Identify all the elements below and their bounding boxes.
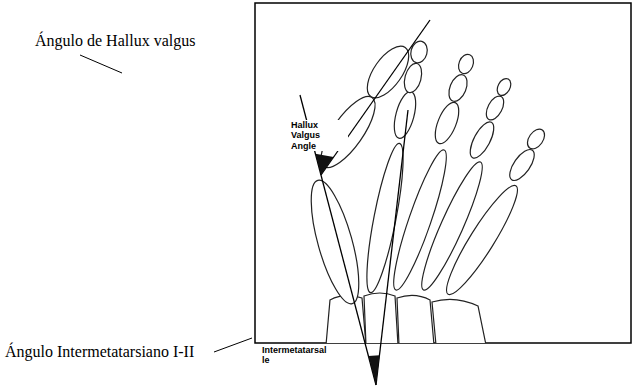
leader-line	[214, 338, 252, 352]
figure-frame	[255, 3, 631, 343]
phalanx-axis	[321, 20, 430, 175]
intermetatarsal-angle-mark	[368, 355, 379, 385]
foot-bones	[301, 39, 548, 343]
figure-label: Ángulo de Hallux valgus	[35, 32, 195, 50]
hallux-valgus-angle-mark	[315, 154, 333, 175]
angle-label: Hallux Valgus Angle	[290, 120, 348, 151]
angle-label: Intermetatarsal le	[261, 345, 335, 366]
second-metatarsal-axis	[376, 110, 408, 385]
leader-line	[80, 55, 122, 73]
axis-lines	[300, 20, 430, 385]
figure-label: Ángulo Intermetatarsiano I-II	[5, 343, 194, 361]
